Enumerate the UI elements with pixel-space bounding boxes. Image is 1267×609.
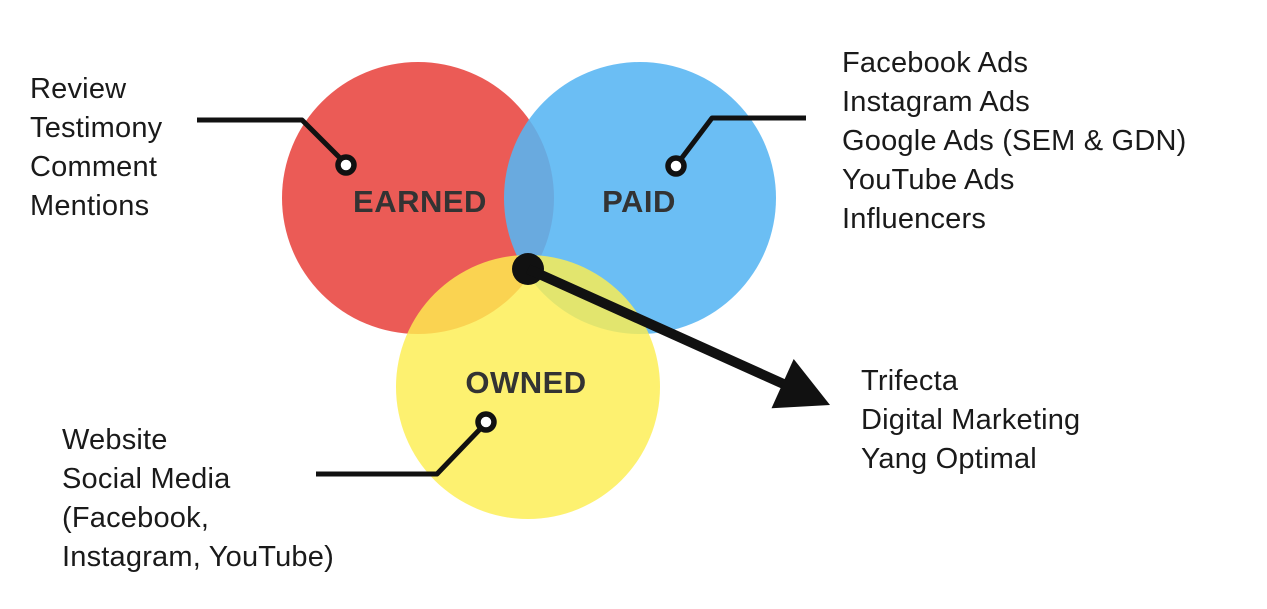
- connector-earned-line: [197, 117, 347, 165]
- callout-trifecta: Trifecta Digital Marketing Yang Optimal: [861, 362, 1080, 479]
- connector-paid-line: [676, 115, 806, 165]
- callout-trifecta-line: Yang Optimal: [861, 443, 1037, 475]
- callout-earned-line: Comment: [30, 151, 158, 183]
- callout-paid-line: Influencers: [842, 203, 987, 235]
- connector-owned-endpoint-dot: [475, 411, 497, 433]
- circle-label-paid: PAID: [602, 184, 676, 219]
- connector-earned-endpoint-dot: [335, 154, 357, 176]
- circle-label-owned: OWNED: [465, 365, 587, 400]
- connector-owned-line: [316, 424, 485, 477]
- callout-owned-line: (Facebook,: [62, 502, 210, 534]
- callout-owned: Website Social Media (Facebook, Instagra…: [62, 421, 334, 577]
- callout-paid-line: Facebook Ads: [842, 47, 1029, 79]
- callout-owned-line: Social Media: [62, 463, 231, 495]
- trifecta-arrowhead: [771, 359, 830, 409]
- circle-label-earned: EARNED: [353, 184, 487, 219]
- callout-owned-line: Instagram, YouTube): [62, 541, 334, 573]
- callout-paid-line: Google Ads (SEM & GDN): [842, 125, 1187, 157]
- callout-trifecta-line: Digital Marketing: [861, 404, 1081, 436]
- callout-paid-line: Instagram Ads: [842, 86, 1030, 118]
- trifecta-arrow-shaft: [525, 264, 791, 391]
- callout-earned-line: Mentions: [30, 190, 150, 222]
- callout-earned-line: Review: [30, 73, 127, 105]
- connector-paid-endpoint-dot: [665, 155, 687, 177]
- callout-earned-line: Testimony: [30, 112, 163, 144]
- callout-paid: Facebook Ads Instagram Ads Google Ads (S…: [842, 44, 1186, 239]
- callout-paid-line: YouTube Ads: [842, 164, 1015, 196]
- callout-earned: Review Testimony Comment Mentions: [30, 70, 162, 226]
- callout-trifecta-line: Trifecta: [861, 365, 959, 397]
- callout-owned-line: Website: [62, 424, 168, 456]
- venn-circle-owned: [396, 255, 660, 519]
